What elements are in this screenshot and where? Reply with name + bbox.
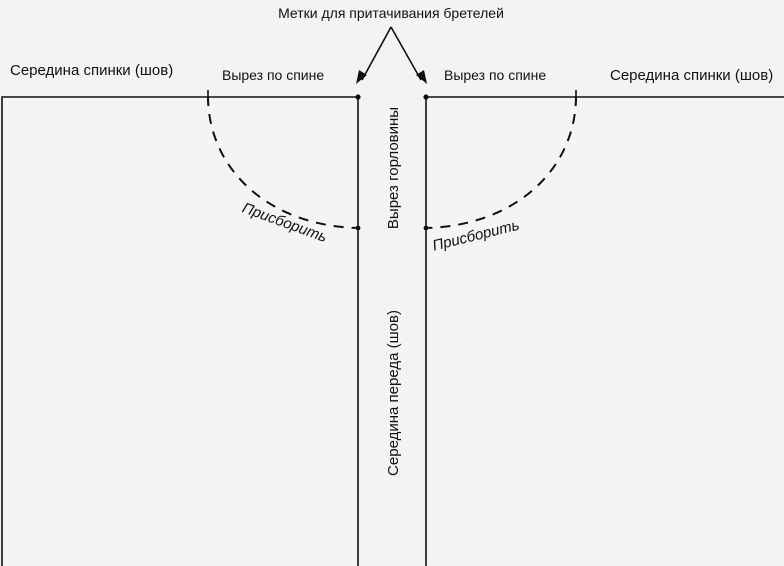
front-middle-label: Середина переда (шов) <box>385 310 402 476</box>
right-gather-curve <box>425 95 577 229</box>
neckline-label: Вырез горловины <box>385 107 402 229</box>
back-neckline-right-label: Вырез по спине <box>444 67 546 83</box>
right-arrow-head <box>416 70 427 84</box>
left-strap-arrow <box>361 26 392 81</box>
left-pattern-piece <box>1 96 359 566</box>
left-gather-curve <box>207 95 359 229</box>
right-strap-arrow <box>390 26 422 81</box>
left-arc-end-mark <box>355 225 361 231</box>
left-strap-mark <box>355 94 361 100</box>
right-arc-end-mark <box>423 225 429 231</box>
strap-marks-label: Метки для притачивания бретелей <box>278 5 504 21</box>
right-strap-mark <box>423 94 429 100</box>
left-arrow-head <box>356 70 367 84</box>
back-middle-right-label: Середина спинки (шов) <box>610 67 773 84</box>
back-neckline-left-label: Вырез по спине <box>222 67 324 83</box>
back-middle-left-label: Середина спинки (шов) <box>10 62 173 79</box>
